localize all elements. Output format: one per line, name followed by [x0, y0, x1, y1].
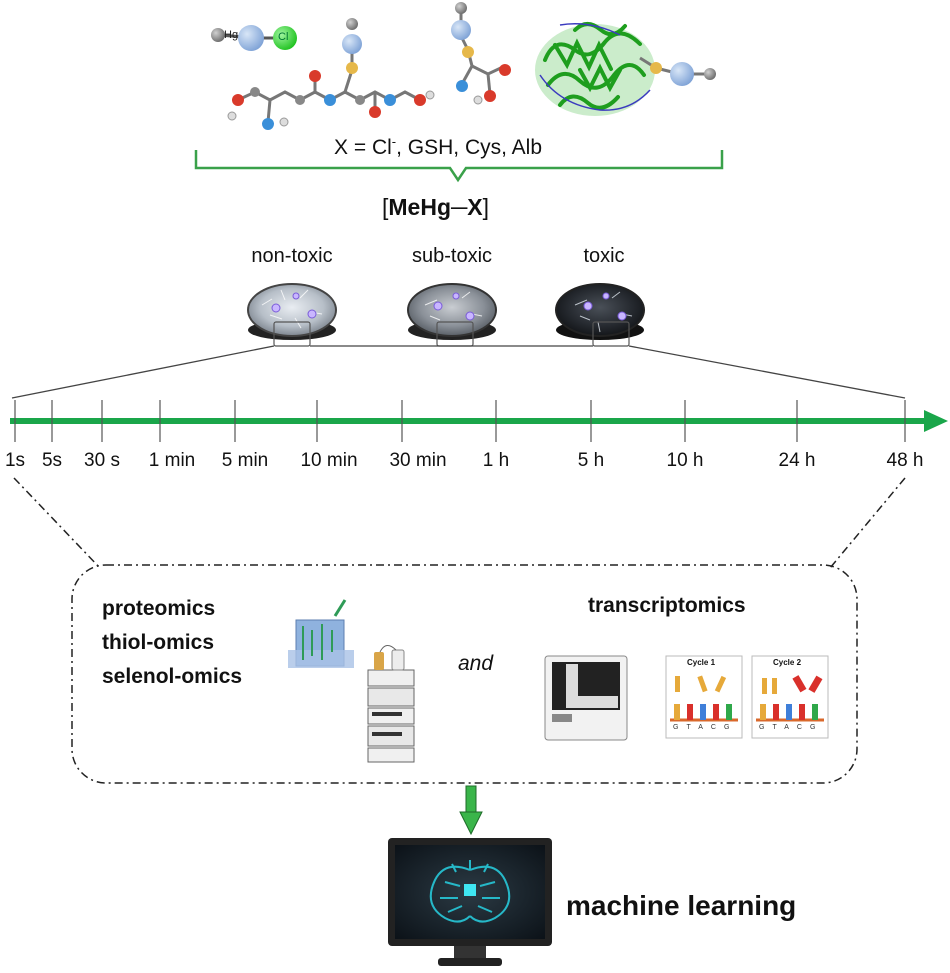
albumin-protein-icon	[535, 22, 716, 116]
cycle-1-bases: GTACG	[673, 724, 738, 731]
tick-label: 30 s	[84, 450, 120, 471]
omics-left-list: proteomics thiol-omics selenol-omics	[102, 592, 242, 694]
dish-label-non-toxic: non-toxic	[251, 245, 333, 267]
zoom-line-left	[11, 345, 275, 399]
hplc-instrument-icon	[367, 645, 415, 763]
gel-electrophoresis-icon	[288, 599, 354, 668]
tick-label: 1 h	[482, 450, 510, 471]
tick-label: 1s	[4, 450, 26, 471]
brain-circuit-icon	[429, 860, 511, 923]
down-arrow-icon	[459, 785, 483, 836]
omics-thiol: thiol-omics	[102, 631, 215, 654]
cycle-2-panel	[751, 655, 829, 739]
hg-atom-icon	[670, 62, 694, 86]
dish-label-toxic: toxic	[583, 245, 625, 267]
formula-prefix: X = Cl	[334, 136, 392, 159]
hg-atom-icon	[451, 20, 471, 40]
tick-label: 5s	[41, 450, 63, 471]
omics-proteomics: proteomics	[102, 597, 216, 620]
tick-label: 5 min	[221, 450, 269, 471]
gsh-molecule	[237, 52, 421, 123]
dish-sub-toxic	[407, 283, 497, 347]
connector-right	[829, 477, 906, 569]
timeline-ticks	[14, 400, 906, 442]
species-formula: X = Cl-, GSH, Cys, Alb	[334, 134, 542, 160]
tick-label: 10 h	[666, 450, 704, 471]
sequencer-instrument-icon	[544, 655, 628, 741]
formula-superscript: -	[391, 134, 397, 149]
hg-atom-icon	[342, 34, 362, 54]
cycle-2-bases: GTACG	[759, 724, 824, 731]
monitor-icon	[388, 838, 552, 966]
tick-label: 1 min	[148, 450, 196, 471]
tick-label: 48 h	[886, 450, 924, 471]
timeline-arrowhead-icon	[924, 410, 948, 432]
zoom-line-right	[628, 345, 906, 399]
dish-label-sub-toxic: sub-toxic	[411, 245, 493, 267]
cycle-1-panel	[665, 655, 743, 739]
machine-learning-label: machine learning	[566, 890, 797, 921]
omics-transcriptomics: transcriptomics	[588, 594, 746, 617]
omics-panel	[71, 564, 858, 784]
tick-label: 24 h	[778, 450, 816, 471]
dish-non-toxic	[247, 283, 337, 347]
cys-molecule	[451, 2, 511, 105]
carbon-atom-icon	[211, 28, 225, 42]
complex-label: [MeHg─X]	[382, 194, 490, 220]
formula-list: , GSH, Cys, Alb	[396, 136, 542, 159]
omics-selenol: selenol-omics	[102, 665, 243, 688]
tick-label: 10 min	[300, 450, 358, 471]
tick-label: 30 min	[389, 450, 447, 471]
atom-label-hg: Hg	[224, 29, 239, 41]
complex-name: MeHg─X	[388, 194, 483, 220]
cycle-1-label: Cycle 1	[687, 658, 716, 667]
cycle-2-label: Cycle 2	[773, 658, 802, 667]
grouping-brace	[194, 150, 724, 183]
tick-label: 5 h	[577, 450, 605, 471]
omics-connector: and	[458, 652, 494, 675]
dish-toxic	[555, 283, 645, 347]
atom-label-cl: Cl	[278, 31, 289, 43]
cl-atom-icon	[273, 26, 297, 50]
hg-atom-icon	[238, 25, 264, 51]
mehgcl-molecule	[211, 25, 297, 51]
connector-left	[13, 477, 101, 569]
